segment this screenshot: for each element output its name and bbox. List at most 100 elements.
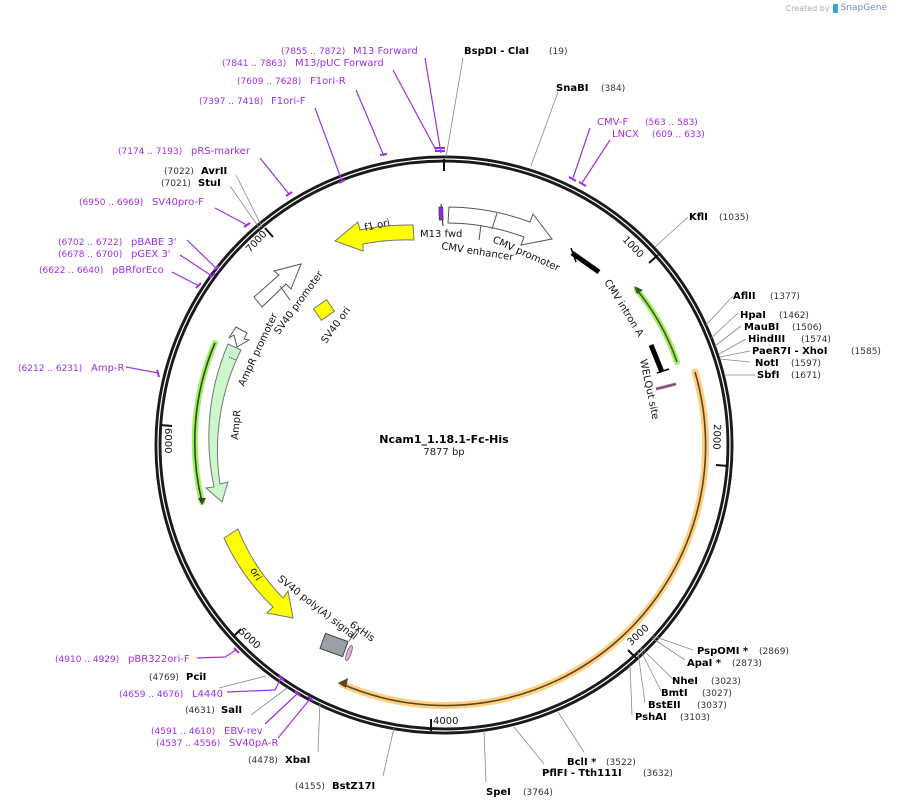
svg-text:(609 .. 633): (609 .. 633) <box>652 130 705 140</box>
svg-text:F1ori-R: F1ori-R <box>310 76 346 87</box>
svg-text:(6702 .. 6722): (6702 .. 6722) <box>58 238 122 248</box>
primer-pgex-3[interactable]: (6678 .. 6700)pGEX 3' <box>58 249 171 260</box>
svg-text:(7609 .. 7628): (7609 .. 7628) <box>237 77 301 87</box>
feature-green-cds[interactable] <box>634 286 680 365</box>
svg-text:(4155): (4155) <box>295 782 325 792</box>
enzyme-noti[interactable]: NotI(1597) <box>755 358 821 369</box>
enzyme-paer7i-xhoi[interactable]: PaeR7I - XhoI(1585) <box>752 346 881 357</box>
svg-text:BspDI - ClaI: BspDI - ClaI <box>464 46 529 57</box>
svg-text:EBV-rev: EBV-rev <box>224 726 263 737</box>
tick-4000: 4000 <box>433 716 458 727</box>
primer-prs-marker[interactable]: (7174 .. 7193)pRS-marker <box>118 146 251 157</box>
svg-text:PspOMI *: PspOMI * <box>697 646 749 657</box>
enzyme-pflfi-tth111i[interactable]: PflFI - Tth111I(3632) <box>542 768 673 779</box>
primer-pbabe-3[interactable]: (6702 .. 6722)pBABE 3' <box>58 237 177 248</box>
primer-amp-r[interactable]: (6212 .. 6231)Amp-R <box>18 363 125 374</box>
svg-text:SpeI: SpeI <box>486 787 511 798</box>
enzyme-apai[interactable]: ApaI *(2873) <box>687 658 762 669</box>
svg-text:ApaI *: ApaI * <box>687 658 722 669</box>
svg-text:pRS-marker: pRS-marker <box>191 146 251 157</box>
primer-f1ori-r[interactable]: (7609 .. 7628) F1ori-R <box>237 76 346 87</box>
enzyme-bspdi-clai[interactable]: BspDI - ClaI (19) <box>464 46 567 57</box>
primer-sv40pa-r[interactable]: (4537 .. 4556)SV40pA-R <box>156 738 278 749</box>
snapgene-logo-icon <box>832 3 838 13</box>
enzyme-snabi[interactable]: SnaBI(384) <box>556 83 625 94</box>
primer-pbrforeco[interactable]: (6622 .. 6640)pBRforEco <box>39 265 164 276</box>
plasmid-name: Ncam1_1.18.1-Fc-His <box>379 433 509 446</box>
primer-cmv-f[interactable]: CMV-F(563 .. 583) <box>597 117 698 128</box>
svg-text:NheI: NheI <box>672 676 698 687</box>
feature-cmv-promoter[interactable]: CMV enhancer CMV promoter <box>441 206 562 274</box>
enzyme-aflii[interactable]: AflII(1377) <box>733 291 800 302</box>
primer-marks <box>156 147 587 702</box>
feature-ampr[interactable]: AmpR <box>204 343 244 503</box>
svg-text:BclI *: BclI * <box>567 757 597 768</box>
primer-lncx[interactable]: LNCX(609 .. 633) <box>612 129 705 140</box>
ampr-promoter-label: AmpR promoter <box>237 311 281 388</box>
m13-fwd-label: M13 fwd <box>420 229 462 240</box>
enzyme-pspomi[interactable]: PspOMI *(2869) <box>697 646 789 657</box>
primer-m13-forward[interactable]: (7855 .. 7872)M13 Forward <box>281 46 418 57</box>
enzyme-xbai[interactable]: (4478) XbaI <box>248 755 310 766</box>
tick-6000: 6000 <box>162 428 173 453</box>
primer-ebv-rev[interactable]: (4591 .. 4610)EBV-rev <box>151 726 263 737</box>
enzyme-sali[interactable]: (4631)SalI <box>185 705 242 716</box>
svg-text:XbaI: XbaI <box>285 755 310 766</box>
enzyme-maubi[interactable]: MauBI (1506) <box>744 322 822 333</box>
svg-text:CMV-F: CMV-F <box>597 117 628 128</box>
svg-text:(7022): (7022) <box>164 167 194 177</box>
svg-text:(3023): (3023) <box>711 677 741 687</box>
enzyme-lines <box>218 57 755 783</box>
svg-text:SbfI: SbfI <box>757 370 779 381</box>
enzyme-bmti[interactable]: BmtI(3027) <box>661 688 732 699</box>
primer-pbr322ori-f[interactable]: (4910 .. 4929)pBR322ori-F <box>55 654 190 665</box>
svg-text:PaeR7I - XhoI: PaeR7I - XhoI <box>752 346 828 357</box>
svg-text:(3037): (3037) <box>697 701 727 711</box>
primer-sv40pro-f[interactable]: (6950 .. 6969)SV40pro-F <box>79 197 204 208</box>
feature-m13-fwd[interactable]: M13 fwd <box>420 203 462 240</box>
svg-text:M13/pUC Forward: M13/pUC Forward <box>295 58 384 69</box>
feature-welqut-site[interactable]: WELQut site <box>637 358 677 420</box>
svg-text:(6212 .. 6231): (6212 .. 6231) <box>18 364 82 374</box>
enzyme-bstz17i[interactable]: (4155) BstZ17I <box>295 781 375 792</box>
svg-text:BstZ17I: BstZ17I <box>332 781 375 792</box>
svg-text:(4659 .. 4676): (4659 .. 4676) <box>119 690 183 700</box>
enzyme-hpai[interactable]: HpaI(1462) <box>740 310 809 321</box>
svg-text:(6678 .. 6700): (6678 .. 6700) <box>58 250 122 260</box>
svg-text:(7855 .. 7872): (7855 .. 7872) <box>281 47 345 57</box>
feature-f1-ori[interactable]: f1 ori <box>334 218 415 252</box>
svg-text:pBRforEco: pBRforEco <box>112 265 164 276</box>
svg-text:(7021): (7021) <box>161 179 191 189</box>
enzyme-nhei[interactable]: NheI (3023) <box>672 676 741 687</box>
svg-text:PflFI - Tth111I: PflFI - Tth111I <box>542 768 622 779</box>
enzyme-bcli[interactable]: BclI *(3522) <box>567 757 636 768</box>
feature-green-left[interactable] <box>191 340 218 505</box>
svg-text:(4478): (4478) <box>248 756 278 766</box>
svg-text:NotI: NotI <box>755 358 779 369</box>
feature-ori[interactable]: ori <box>223 528 294 619</box>
enzyme-stui[interactable]: (7021)StuI <box>161 178 221 189</box>
enzyme-pshai[interactable]: PshAI(3103) <box>635 712 710 723</box>
primer-l4440[interactable]: (4659 .. 4676)L4440 <box>119 689 223 700</box>
enzyme-sbfi[interactable]: SbfI(1671) <box>757 370 821 381</box>
primer-m13-puc-forward[interactable]: (7841 .. 7863)M13/pUC Forward <box>222 58 384 69</box>
svg-text:(4910 .. 4929): (4910 .. 4929) <box>55 655 119 665</box>
primer-f1ori-f[interactable]: (7397 .. 7418)F1ori-F <box>199 96 306 107</box>
svg-text:(19): (19) <box>549 47 567 57</box>
svg-text:MauBI: MauBI <box>744 322 779 333</box>
plasmid-length: 7877 bp <box>423 447 464 458</box>
enzyme-hindiii[interactable]: HindIII(1574) <box>748 334 831 345</box>
enzyme-spei[interactable]: SpeI(3764) <box>486 787 553 798</box>
enzyme-kfli[interactable]: KflI(1035) <box>689 212 749 223</box>
feature-orange-cds[interactable] <box>338 368 710 710</box>
svg-text:AflII: AflII <box>733 291 756 302</box>
enzyme-avrii[interactable]: (7022)AvrII <box>164 166 227 177</box>
svg-text:SnaBI: SnaBI <box>556 83 588 94</box>
svg-text:(3027): (3027) <box>702 689 732 699</box>
feature-6xhis[interactable]: 6xHis <box>344 619 376 661</box>
svg-text:HpaI: HpaI <box>740 310 766 321</box>
enzyme-pcii[interactable]: (4769)PciI <box>149 672 206 683</box>
svg-text:(1506): (1506) <box>792 323 822 333</box>
feature-sv40-ori[interactable]: SV40 ori <box>312 298 353 346</box>
enzyme-bsteii[interactable]: BstEII(3037) <box>648 700 727 711</box>
